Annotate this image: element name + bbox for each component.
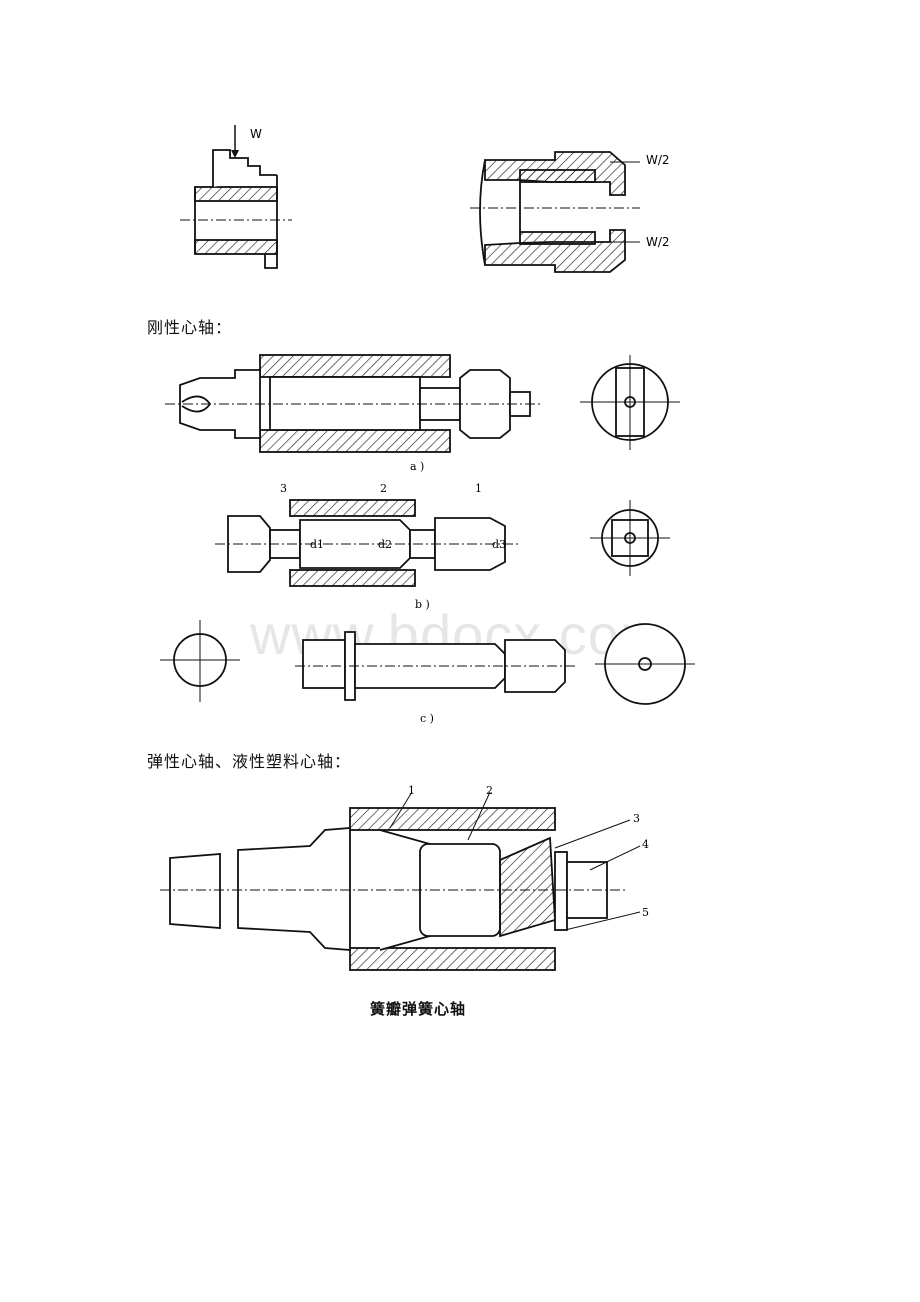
sub-label-c: c ) xyxy=(420,712,434,725)
clamp-diagram: W W/2 W/2 xyxy=(180,125,670,273)
rigid-mandrel-c: c ) xyxy=(160,620,695,725)
sub-label-a: a ) xyxy=(410,460,424,473)
rigid-mandrel-a: a ) xyxy=(165,354,680,473)
figure-caption: 簧瓣弹簧心轴 xyxy=(370,1000,467,1018)
sub-label-b: b ) xyxy=(415,598,430,611)
part-3-label: 3 xyxy=(280,482,287,495)
dim-d2-label: d2 xyxy=(378,538,392,551)
spring-part-4-label: 4 xyxy=(642,838,649,851)
part-1-label: 1 xyxy=(475,482,482,495)
dim-d1-label: d1 xyxy=(310,538,324,551)
load-w-label: W xyxy=(250,127,262,141)
part-2-label: 2 xyxy=(380,482,387,495)
spring-collet-mandrel: 1 2 3 4 5 xyxy=(160,784,649,971)
spring-part-3-label: 3 xyxy=(633,812,640,825)
half-load-bottom-label: W/2 xyxy=(646,235,670,249)
rigid-mandrel-b: 3 2 1 d1 d2 d3 b ) xyxy=(215,482,670,611)
collet-assembly-right xyxy=(479,151,626,273)
dim-d3-label: d3 xyxy=(492,538,506,551)
spring-part-2-label: 2 xyxy=(486,784,493,797)
elastic-mandrel-heading: 弹性心轴、液性塑料心轴： xyxy=(147,752,352,771)
spring-part-5-label: 5 xyxy=(642,906,649,919)
jaw-part-left xyxy=(194,149,278,269)
rigid-mandrel-heading: 刚性心轴： xyxy=(147,318,233,337)
half-load-top-label: W/2 xyxy=(646,153,670,167)
spring-part-1-label: 1 xyxy=(408,784,415,797)
